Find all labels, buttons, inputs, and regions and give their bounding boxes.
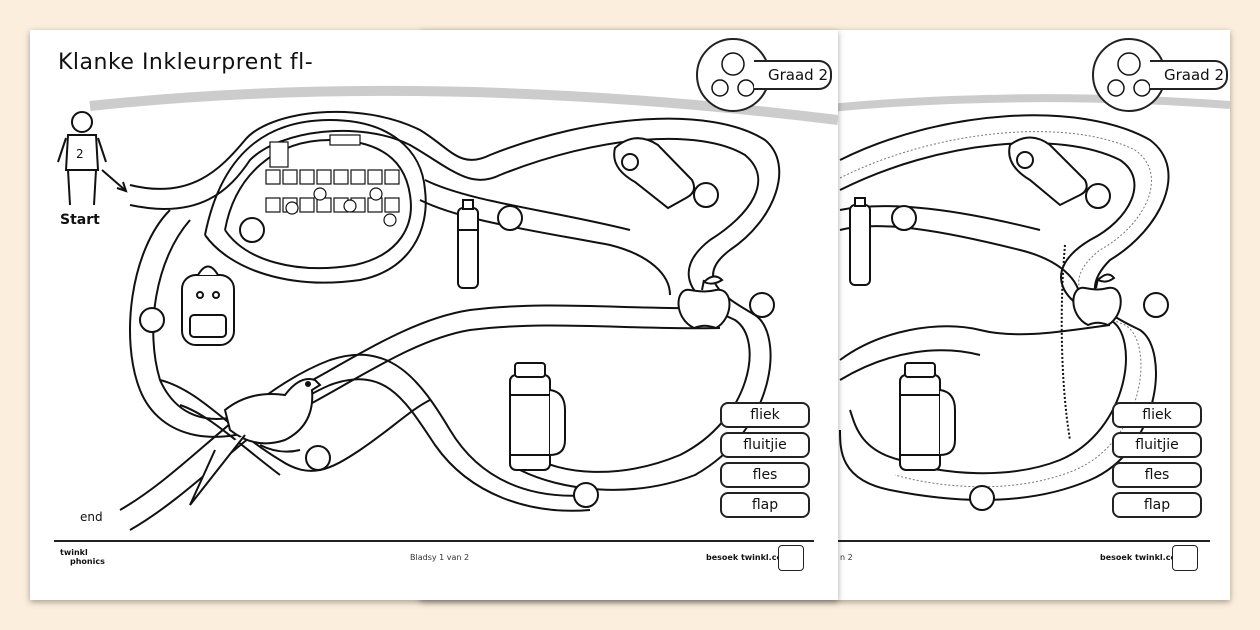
footer-divider <box>54 540 814 542</box>
whistle-icon <box>613 137 695 210</box>
water-bottle-icon <box>457 199 479 289</box>
bird-icon <box>189 378 322 506</box>
word-box: flap <box>1112 492 1202 518</box>
maze-front: 2 <box>57 85 838 531</box>
grade-label: Graad 2 <box>754 60 832 90</box>
water-bottle-icon <box>849 197 871 286</box>
grade-label: Graad 2 <box>1150 60 1228 90</box>
word-box: fles <box>720 462 810 488</box>
page-title: Klanke Inkleurprent fl- <box>58 50 314 75</box>
flask-icon <box>899 362 956 471</box>
logo-text-twinkl: twinkl <box>60 548 88 557</box>
whistle-icon <box>1008 136 1088 207</box>
teacher-children-icon <box>696 38 770 112</box>
cinema-icon <box>265 134 400 227</box>
page-number: Bladsy 1 van 2 <box>410 553 470 562</box>
quality-stamp-icon <box>778 545 804 571</box>
word-box: fliek <box>720 402 810 428</box>
flask-icon <box>509 362 566 471</box>
apple-icon <box>677 275 731 330</box>
svg-text:2: 2 <box>76 147 84 161</box>
website-link[interactable]: besoek twinkl.co.za <box>706 553 796 562</box>
word-box: fluitjie <box>1112 432 1202 458</box>
apple-icon <box>1072 273 1122 327</box>
boy-icon: 2 <box>57 111 107 206</box>
twinkl-phonics-logo: twinkl phonics <box>60 548 105 566</box>
start-label: Start <box>60 212 100 228</box>
word-box: fluitjie <box>720 432 810 458</box>
logo-text-phonics: phonics <box>70 557 105 566</box>
page-number: n 2 <box>840 553 853 562</box>
word-box: fles <box>1112 462 1202 488</box>
website-link[interactable]: besoek twinkl.co.za <box>1100 553 1190 562</box>
worksheet-front: 2 <box>30 30 838 600</box>
end-label: end <box>80 510 103 524</box>
maze-back <box>829 94 1230 511</box>
word-box: flap <box>720 492 810 518</box>
backpack-icon <box>181 265 235 346</box>
quality-stamp-icon <box>1172 545 1198 571</box>
word-box: fliek <box>1112 402 1202 428</box>
